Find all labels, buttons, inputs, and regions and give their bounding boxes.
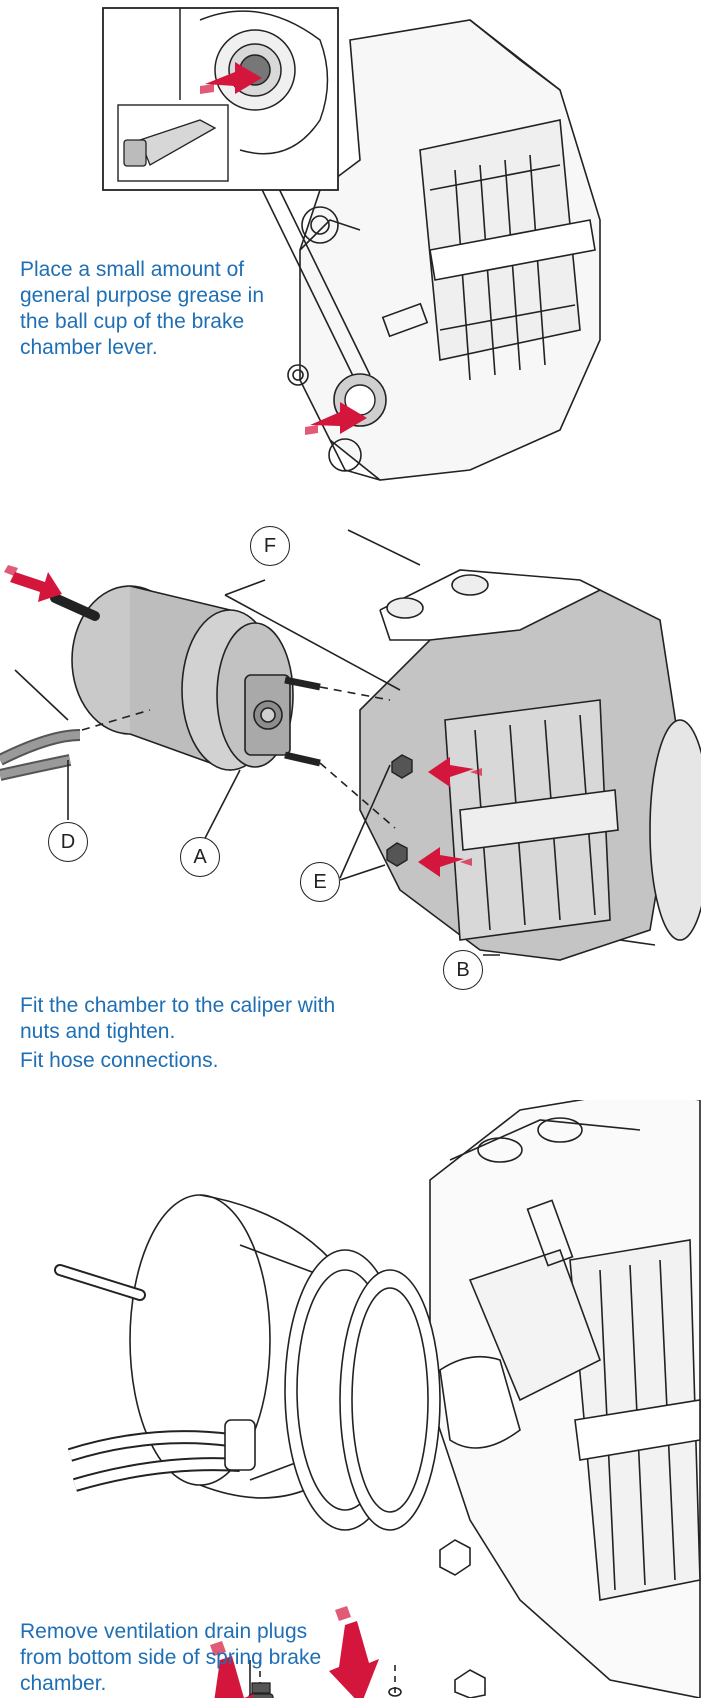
step-1-caption: Place a small amount of general purpose … xyxy=(20,258,265,359)
push-arrow-icon xyxy=(200,62,367,435)
grease-tube-icon xyxy=(117,104,229,182)
step-3-panel: Remove ventilation drain plugs from bott… xyxy=(0,1100,701,1698)
down-arrow-icon xyxy=(210,1606,379,1698)
step-3-caption: Remove ventilation drain plugs from bott… xyxy=(20,1620,322,1695)
step-2-panel: F D A E B Fit the chamber to the caliper… xyxy=(0,510,701,1072)
drain-plug-illustration xyxy=(54,1100,701,1698)
callout-e: E xyxy=(300,862,340,902)
callout-f: F xyxy=(250,526,290,566)
push-arrow-icon xyxy=(4,565,482,877)
step-2-caption-line-1: Fit the chamber to the caliper with nuts… xyxy=(20,994,336,1043)
fit-chamber-illustration xyxy=(0,529,701,961)
drain-plug-icon xyxy=(248,1682,274,1698)
callout-d: D xyxy=(48,822,88,862)
callout-a: A xyxy=(180,837,220,877)
step-1-panel: Place a small amount of general purpose … xyxy=(0,0,701,500)
nut-icon xyxy=(386,754,413,867)
grease-ball-cup-illustration xyxy=(102,7,601,481)
step-2-caption-line-2: Fit hose connections. xyxy=(20,1049,219,1072)
callout-b: B xyxy=(443,950,483,990)
